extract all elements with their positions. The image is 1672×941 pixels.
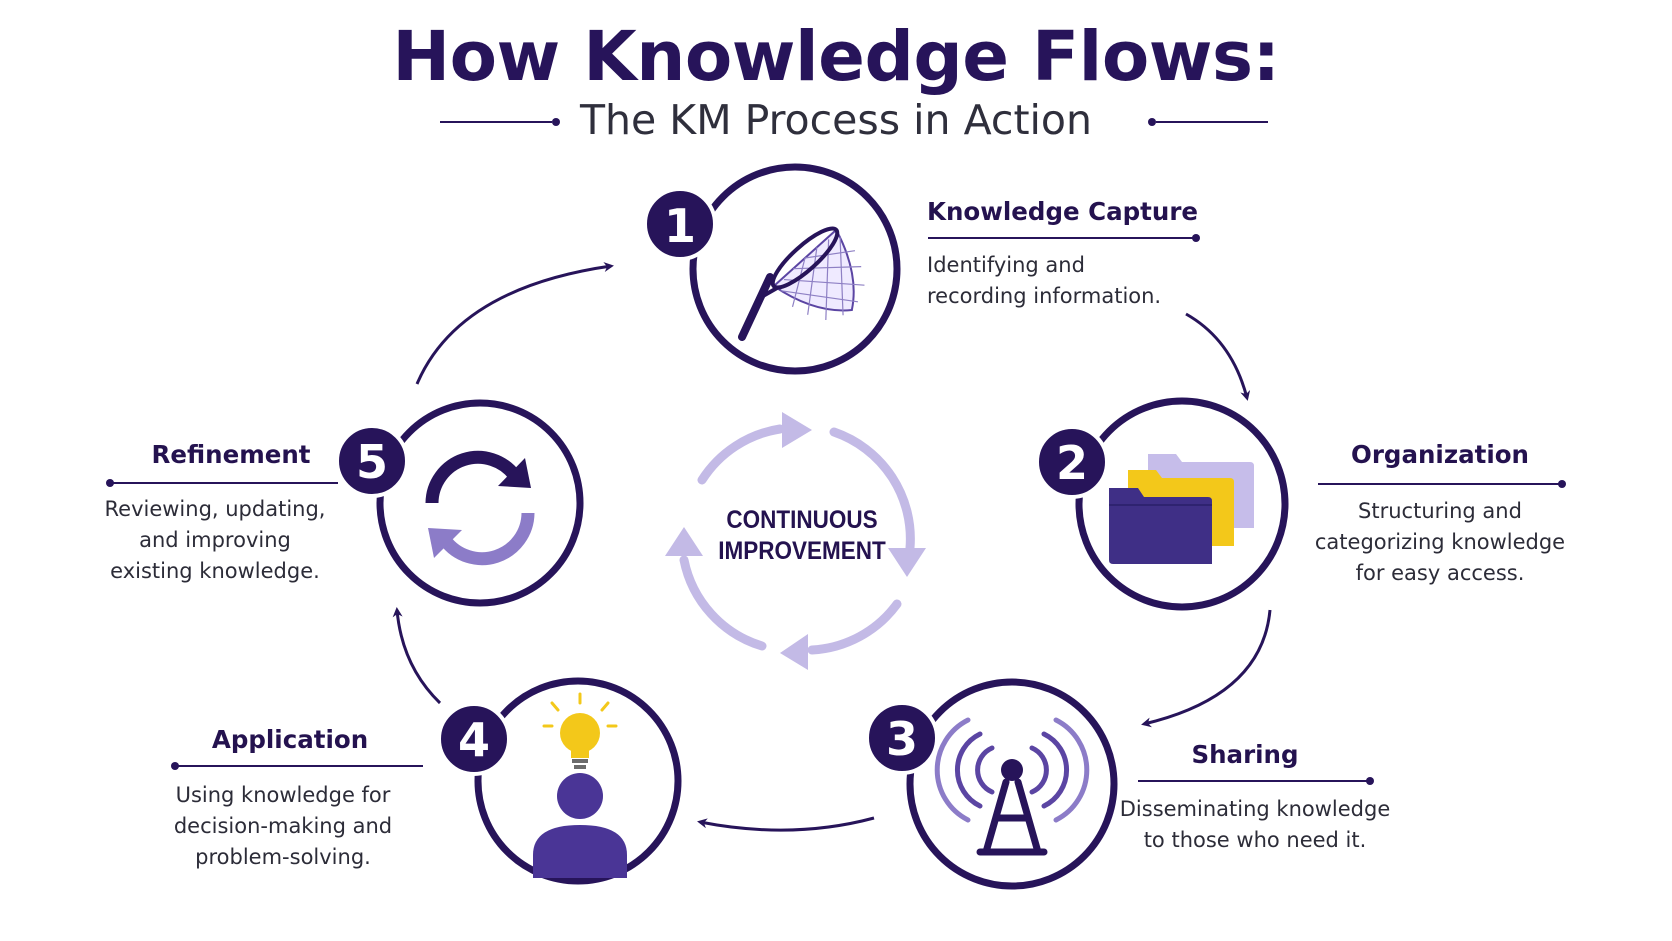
step-5-desc-line-1: Reviewing, updating, — [104, 497, 326, 521]
step-2-node: 2 — [1035, 397, 1289, 611]
folders-icon — [1109, 454, 1254, 564]
step-4-title-rule — [171, 762, 423, 770]
broadcast-tower-icon — [934, 717, 1090, 856]
step-1-desc-line-2: recording information. — [927, 284, 1162, 308]
step-5-number: 5 — [356, 435, 388, 489]
arrow-step3-to-step4 — [697, 816, 875, 832]
step-1-title: Knowledge Capture — [927, 197, 1199, 226]
step-1-number: 1 — [664, 199, 696, 253]
step-3-desc-line-1: Disseminating knowledge — [1119, 797, 1391, 821]
step-4-badge — [437, 702, 511, 776]
step-2-desc-line-2: categorizing knowledge — [1314, 530, 1566, 554]
step-5-description: Reviewing, updating, and improving exist… — [90, 494, 340, 587]
subtitle-rule-left — [440, 118, 560, 126]
step-3-node: 3 — [865, 678, 1118, 890]
step-1-description: Identifying and recording information. — [927, 250, 1161, 312]
step-4-description: Using knowledge for decision-making and … — [158, 780, 408, 873]
arrow-step2-to-step3 — [1141, 609, 1272, 728]
step-5-desc-line-2: and improving — [139, 528, 291, 552]
step-2-title-rule — [1318, 480, 1566, 488]
center-label-line-1: CONTINUOUS — [726, 506, 878, 534]
continuous-improvement-label: CONTINUOUS IMPROVEMENT — [712, 505, 892, 567]
step-4-desc-line-1: Using knowledge for — [175, 783, 391, 807]
continuous-improvement-cycle-icon — [665, 412, 926, 670]
person-lightbulb-icon — [533, 692, 627, 878]
step-4-title: Application — [211, 725, 369, 754]
step-3-number: 3 — [886, 712, 918, 766]
step-3-title: Sharing — [1191, 740, 1299, 769]
step-1-title-rule — [928, 234, 1200, 242]
step-1-badge — [643, 187, 717, 261]
step-2-badge — [1035, 425, 1109, 499]
subtitle-rule-right — [1148, 118, 1268, 126]
step-5-badge — [335, 424, 409, 498]
step-2-number: 2 — [1056, 436, 1088, 490]
arrow-step4-to-step5 — [392, 607, 442, 705]
step-4-number: 4 — [458, 713, 490, 767]
butterfly-net-icon — [738, 226, 865, 341]
step-4-node: 4 — [437, 677, 682, 885]
step-4-desc-line-3: problem-solving. — [195, 845, 371, 869]
arrow-step5-to-step1 — [415, 262, 614, 385]
arrow-step1-to-step2 — [1185, 312, 1251, 401]
step-5-title: Refinement — [151, 440, 311, 469]
step-2-title: Organization — [1351, 440, 1529, 469]
page-title: How Knowledge Flows: — [392, 17, 1280, 97]
step-2-desc-line-3: for easy access. — [1355, 561, 1525, 585]
step-3-badge — [865, 701, 939, 775]
step-5-desc-line-3: existing knowledge. — [110, 559, 320, 583]
step-3-title-rule — [1138, 777, 1374, 785]
step-4-desc-line-2: decision-making and — [173, 814, 393, 838]
refresh-icon — [425, 450, 535, 566]
step-2-desc-line-1: Structuring and — [1358, 499, 1522, 523]
step-1-desc-line-1: Identifying and — [927, 253, 1085, 277]
step-2-description: Structuring and categorizing knowledge f… — [1300, 496, 1580, 589]
step-3-desc-line-2: to those who need it. — [1143, 828, 1367, 852]
step-3-description: Disseminating knowledge to those who nee… — [1116, 794, 1394, 856]
step-1-node: 1 — [643, 163, 901, 375]
page-subtitle: The KM Process in Action — [580, 96, 1092, 144]
center-label-line-2: IMPROVEMENT — [718, 537, 886, 565]
step-5-node: 5 — [335, 399, 584, 607]
step-5-title-rule — [106, 479, 338, 487]
